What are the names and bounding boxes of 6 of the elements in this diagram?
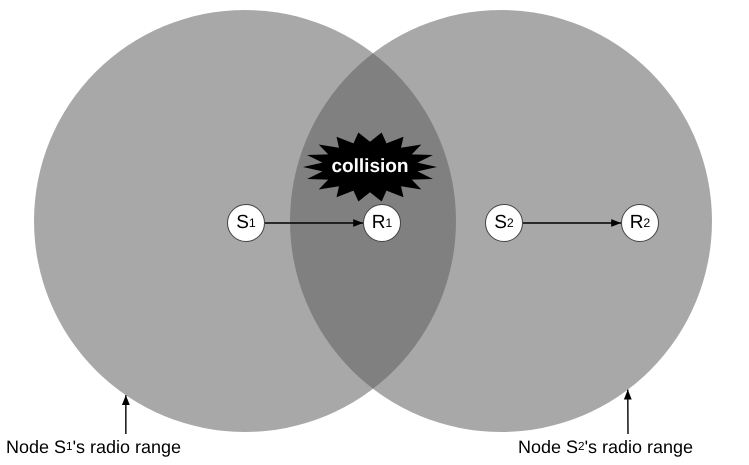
arrow	[523, 219, 621, 227]
arrow	[265, 219, 363, 227]
leader-arrow	[624, 390, 632, 434]
leader-arrow	[122, 395, 130, 434]
collision-label: collision	[331, 156, 409, 178]
collision-burst	[303, 132, 437, 202]
